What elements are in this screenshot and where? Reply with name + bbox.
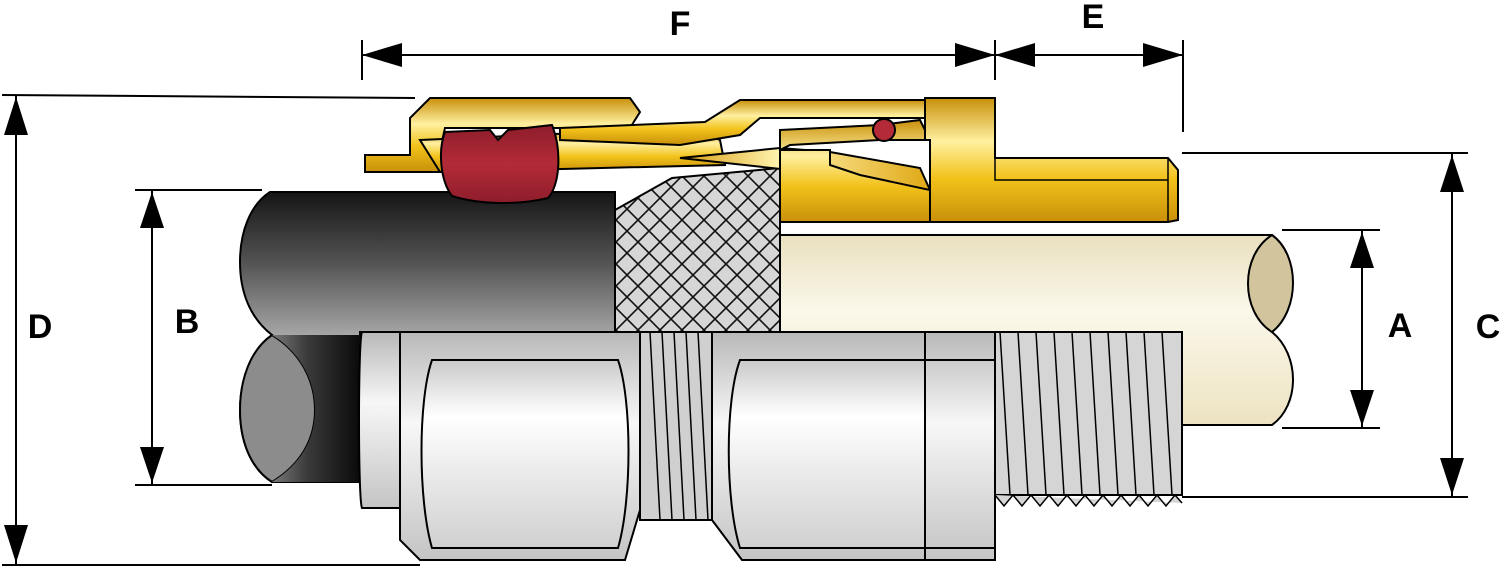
arrow-a-top [1350, 232, 1374, 268]
dimension-label-b: B [175, 303, 200, 341]
arrow-c-bottom [1440, 458, 1464, 495]
arrow-a-bottom [1350, 390, 1374, 426]
arrow-d-top [4, 97, 28, 135]
front-body-flat [727, 359, 926, 549]
arrow-f-left [362, 43, 402, 67]
dimension-label-d: D [28, 308, 53, 346]
arrow-b-top [140, 192, 164, 228]
arrow-c-top [1440, 155, 1464, 192]
arrow-f-right [955, 43, 995, 67]
arrow-e-right [1143, 43, 1183, 67]
dimension-arrows [4, 43, 1464, 563]
dimension-label-a: A [1388, 307, 1413, 345]
inner-cable-end [1247, 233, 1294, 334]
dimension-lines [1, 40, 1468, 566]
silver-nut-body [358, 331, 996, 561]
arrow-d-bottom [4, 525, 28, 563]
dimension-label-f: F [670, 5, 691, 43]
rear-nut-flat [420, 359, 630, 549]
brass-gland-body [364, 97, 1179, 223]
entry-thread [994, 331, 1183, 508]
o-ring [872, 118, 896, 142]
arrow-b-bottom [140, 447, 164, 483]
red-seal [440, 123, 560, 204]
inner-cable [779, 233, 1294, 426]
cable-outer-sheath [238, 191, 616, 484]
dimension-label-e: E [1082, 0, 1105, 36]
arrow-e-left [995, 43, 1035, 67]
armour-braid [614, 166, 781, 333]
dimension-label-c: C [1476, 308, 1500, 346]
